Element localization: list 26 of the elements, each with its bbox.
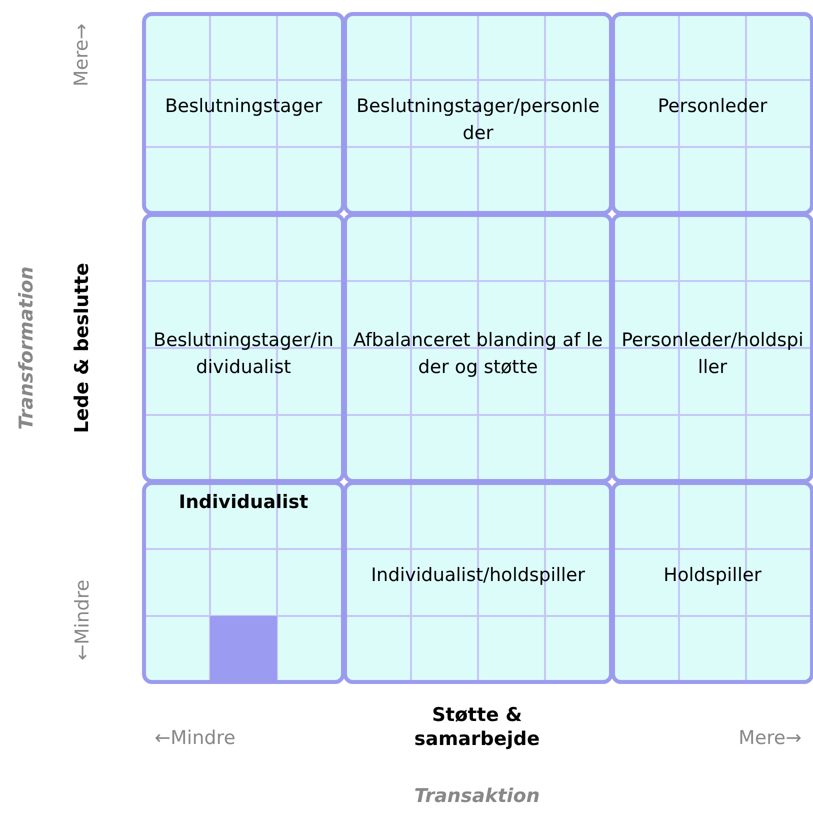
cell-label: Beslutningstager/individualist (152, 329, 335, 380)
matrix-cell (611, 213, 813, 483)
matrix-cell (343, 12, 613, 215)
matrix-cell (142, 213, 345, 483)
axis-title: Lede & beslutte (70, 262, 94, 434)
cell-label: Beslutningstager (164, 94, 324, 118)
matrix-cell (611, 481, 813, 684)
axis-end-label: Mere→ (70, 23, 94, 87)
matrix-cell (142, 481, 345, 684)
axis-end-label: ←Mindre (154, 726, 236, 750)
matrix-cell (142, 12, 345, 215)
axis-end-label: Mere→ (738, 726, 802, 750)
axis-title: Støtte & samarbejde (413, 703, 541, 751)
cell-label: Personleder/holdspiller (621, 329, 804, 380)
axis-dimension-label: Transaktion (414, 784, 540, 808)
cell-label: Personleder (656, 94, 768, 118)
matrix-cell (343, 481, 613, 684)
axis-dimension-label: Transformation (15, 266, 39, 430)
axis-end-label: ←Mindre (70, 580, 94, 660)
cell-label: Individualist/holdspiller (370, 564, 586, 588)
cell-label: Beslutningstager/personleder (355, 94, 601, 146)
matrix-cell (343, 213, 613, 483)
matrix-cell (611, 12, 813, 215)
cell-label: Afbalanceret blanding af leder og støtte (353, 329, 603, 380)
cell-label: Holdspiller (662, 564, 762, 588)
cell-label: Individualist (178, 491, 310, 515)
